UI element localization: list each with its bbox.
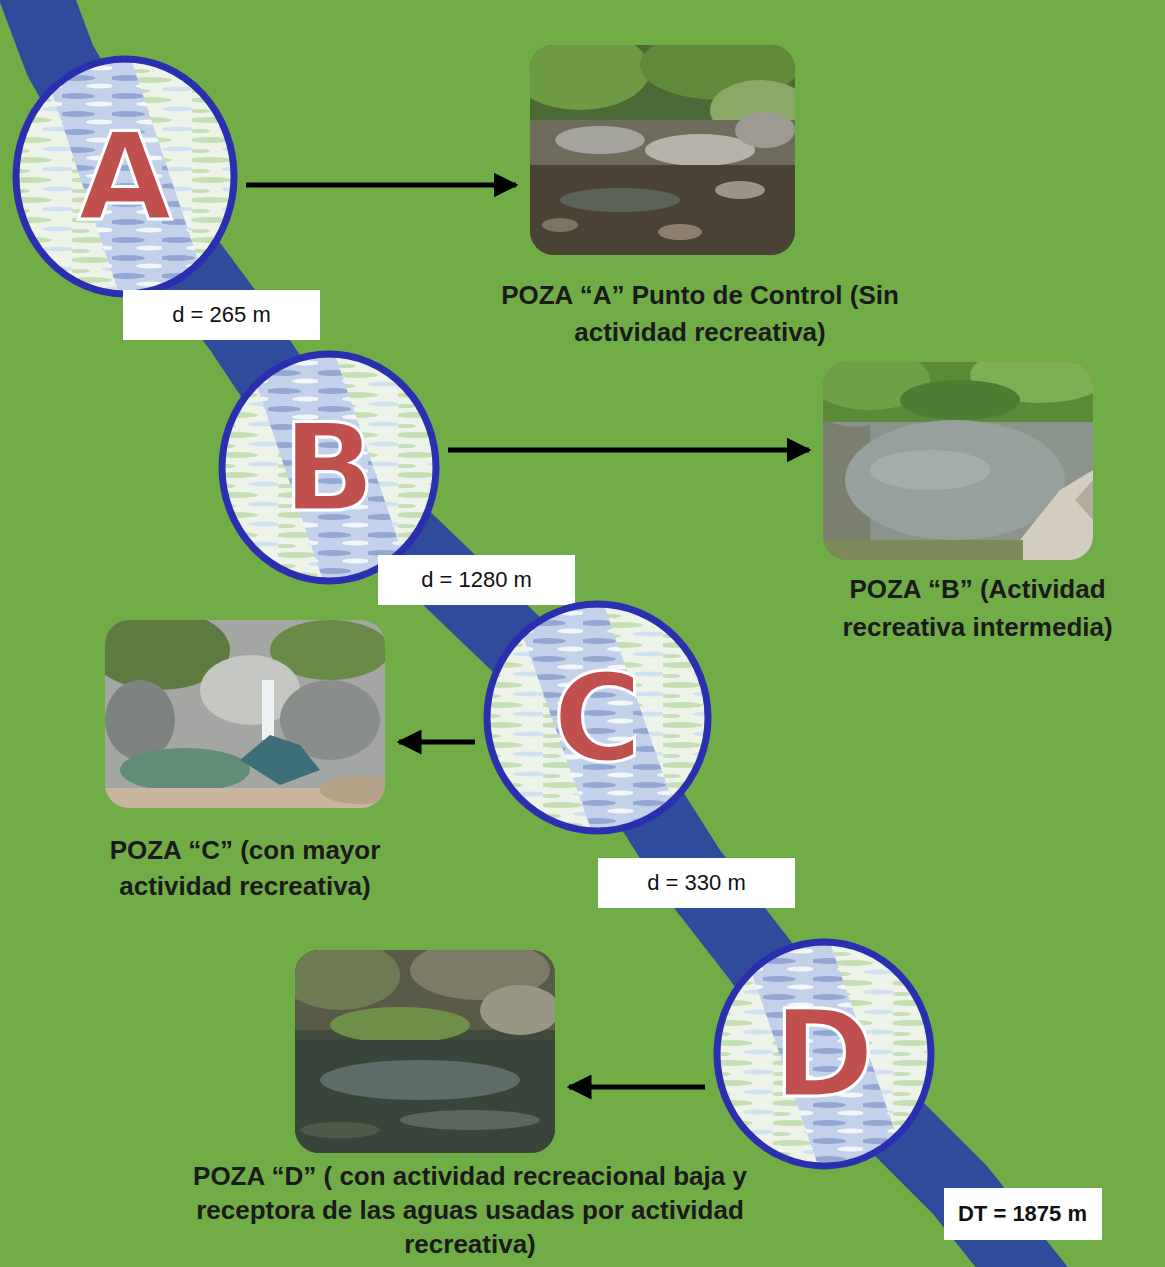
- photo-caption: POZA “D” ( con actividad recreacional ba…: [160, 1159, 780, 1261]
- distance-box: d = 330 m: [598, 858, 795, 908]
- site-letter: C: [553, 657, 643, 779]
- photo-frame: POZA “C” (con mayor actividad recreativa…: [105, 620, 385, 808]
- distance-text: DT = 1875 m: [958, 1201, 1087, 1227]
- site-circle: C: [483, 600, 712, 835]
- photo-a: [530, 45, 795, 255]
- pointer-arrow: [448, 448, 809, 453]
- site-circle: B: [218, 350, 440, 585]
- distance-box: DT = 1875 m: [944, 1188, 1102, 1240]
- pointer-arrow: [399, 740, 475, 745]
- distance-text: d = 1280 m: [421, 567, 532, 593]
- pointer-arrow: [246, 183, 516, 188]
- photo-c: [105, 620, 385, 808]
- photo-b: [823, 362, 1093, 560]
- distance-text: d = 265 m: [172, 302, 270, 328]
- photo-d: [295, 950, 555, 1153]
- site-circle: D: [713, 938, 935, 1170]
- distance-box: d = 265 m: [123, 290, 320, 340]
- site-letter: D: [773, 993, 874, 1115]
- photo-caption: POZA “B” (Actividad recreativa intermedi…: [810, 570, 1145, 646]
- photo-frame: POZA “B” (Actividad recreativa intermedi…: [823, 362, 1093, 560]
- site-letter: A: [78, 116, 172, 238]
- photo-caption: POZA “A” Punto de Control (Sin actividad…: [480, 277, 920, 351]
- pointer-arrow: [569, 1085, 705, 1090]
- photo-frame: POZA “A” Punto de Control (Sin actividad…: [530, 45, 795, 255]
- distance-box: d = 1280 m: [378, 555, 575, 605]
- photo-caption: POZA “C” (con mayor actividad recreativa…: [85, 832, 405, 904]
- site-letter: B: [283, 407, 376, 529]
- distance-text: d = 330 m: [647, 870, 745, 896]
- site-circle: A: [12, 55, 238, 298]
- photo-frame: POZA “D” ( con actividad recreacional ba…: [295, 950, 555, 1153]
